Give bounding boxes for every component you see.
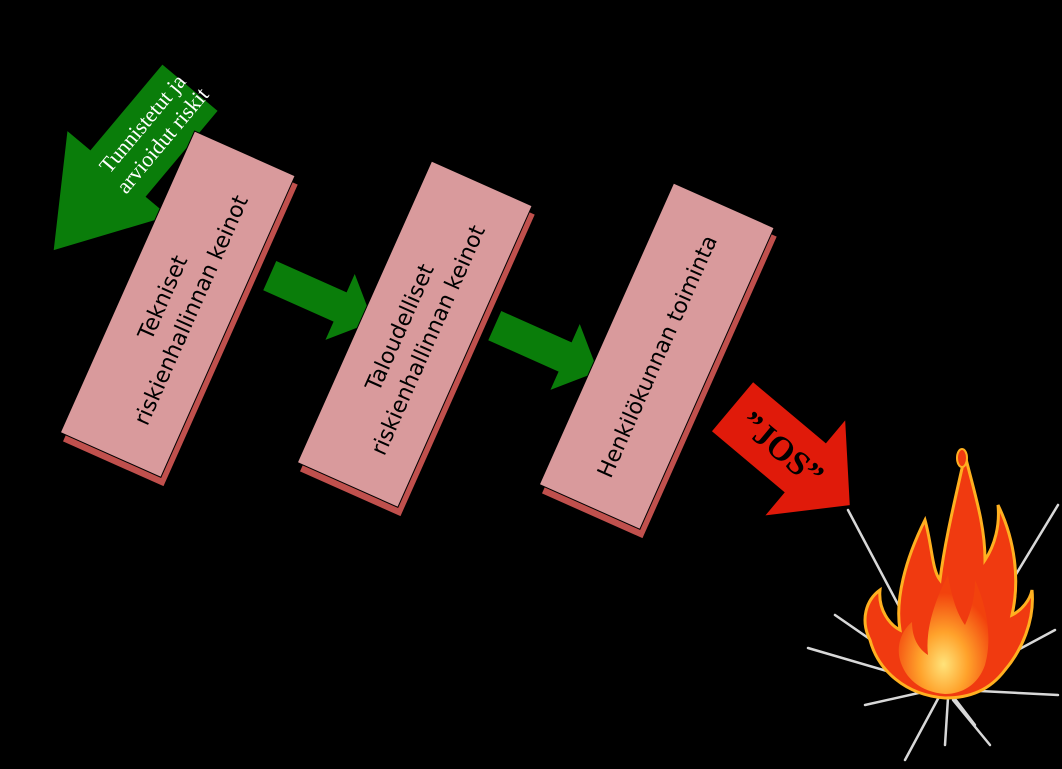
box-tekniset: Tekniset riskienhallinnan keinot — [59, 130, 298, 487]
flow-arrow-1 — [263, 261, 373, 340]
fire-explosion-icon — [863, 448, 1034, 700]
flow-arrow-2 — [488, 311, 598, 390]
